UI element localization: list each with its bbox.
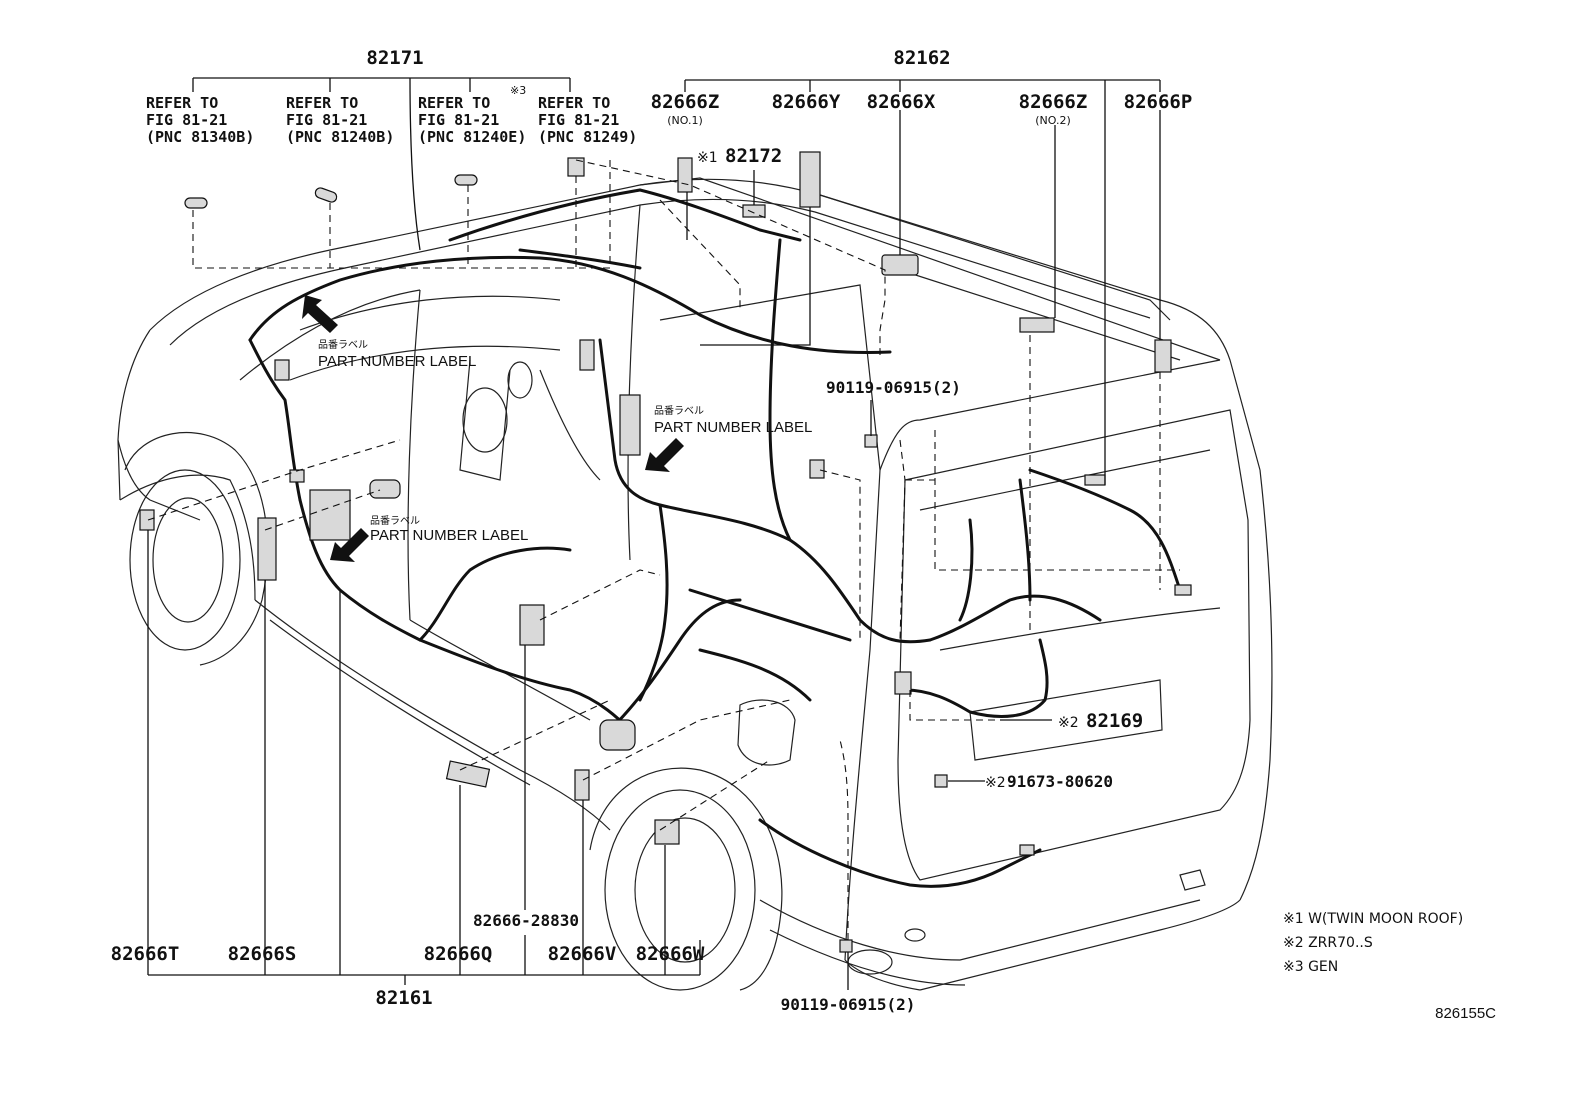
svg-text:FIG 81-21: FIG 81-21 [286, 111, 367, 129]
svg-text:FIG 81-21: FIG 81-21 [418, 111, 499, 129]
jp-label-console: 品番ラベル [654, 405, 704, 417]
connectors [139, 151, 1192, 953]
part-number-91673-80620: 91673-80620 [1007, 772, 1113, 791]
footnote-2: ※2 ZRR70..S [1283, 935, 1373, 951]
arrow-icon-roof [302, 295, 338, 333]
part-number-82162: 82162 [893, 47, 950, 69]
svg-text:REFER TO: REFER TO [538, 94, 610, 112]
svg-text:REFER TO: REFER TO [418, 94, 490, 112]
mark-82169: ※2 [1058, 715, 1079, 731]
refer-note-4: REFER TO FIG 81-21 (PNC 81249) [538, 94, 637, 146]
mark-91673: ※2 [985, 775, 1006, 791]
part-number-82172: 82172 [725, 145, 782, 167]
part-number-82161: 82161 [375, 987, 432, 1009]
svg-text:REFER TO: REFER TO [286, 94, 358, 112]
svg-text:(PNC 81240E): (PNC 81240E) [418, 128, 526, 146]
part-number-82666t: 82666T [111, 943, 180, 965]
part-number-82666z-no1-sub: (NO.1) [667, 114, 703, 127]
svg-text:REFER TO: REFER TO [146, 94, 218, 112]
figure-id: 826155C [1435, 1005, 1496, 1022]
part-number-82666v: 82666V [548, 943, 617, 965]
svg-text:FIG 81-21: FIG 81-21 [538, 111, 619, 129]
wire-harnesses [248, 188, 1182, 888]
svg-text:(PNC 81240B): (PNC 81240B) [286, 128, 394, 146]
part-number-82666z-no1: 82666Z [651, 91, 720, 113]
part-number-82666x: 82666X [867, 91, 936, 113]
arrow-icon-floor [330, 528, 369, 562]
arrow-icon-console [645, 438, 684, 472]
part-number-82666z-no2-sub: (NO.2) [1035, 114, 1071, 127]
svg-text:(PNC 81249): (PNC 81249) [538, 128, 637, 146]
refer-mark-3: ※3 [510, 84, 526, 97]
part-number-90119-bottom: 90119-06915(2) [781, 995, 916, 1014]
svg-text:FIG 81-21: FIG 81-21 [146, 111, 227, 129]
part-number-82666y: 82666Y [772, 91, 841, 113]
part-number-label-roof: PART NUMBER LABEL [318, 353, 476, 370]
footnote-3: ※3 GEN [1283, 959, 1338, 975]
leader-lines [147, 77, 1180, 990]
part-number-82666q: 82666Q [424, 943, 493, 965]
part-number-82666w: 82666W [636, 943, 705, 965]
part-number-82666s: 82666S [228, 943, 297, 965]
jp-label-floor: 品番ラベル [370, 515, 420, 527]
refer-note-1: REFER TO FIG 81-21 (PNC 81340B) [146, 94, 254, 146]
part-number-82169: 82169 [1086, 710, 1143, 732]
part-number-82171: 82171 [366, 47, 423, 69]
jp-label-roof: 品番ラベル [318, 339, 368, 351]
svg-text:(PNC 81340B): (PNC 81340B) [146, 128, 254, 146]
part-number-82666z-no2: 82666Z [1019, 91, 1088, 113]
vehicle-body-outline [117, 177, 1273, 991]
refer-note-2: REFER TO FIG 81-21 (PNC 81240B) [286, 94, 394, 146]
footnote-1: ※1 W(TWIN MOON ROOF) [1283, 911, 1463, 927]
part-number-82666p: 82666P [1124, 91, 1193, 113]
part-number-82666-28830: 82666-28830 [473, 911, 579, 930]
part-number-label-console: PART NUMBER LABEL [654, 419, 812, 436]
part-number-label-floor: PART NUMBER LABEL [370, 527, 528, 544]
part-number-90119-top: 90119-06915(2) [826, 378, 961, 397]
mark-82172: ※1 [697, 150, 718, 166]
refer-note-3: REFER TO FIG 81-21 (PNC 81240E) [418, 94, 526, 146]
